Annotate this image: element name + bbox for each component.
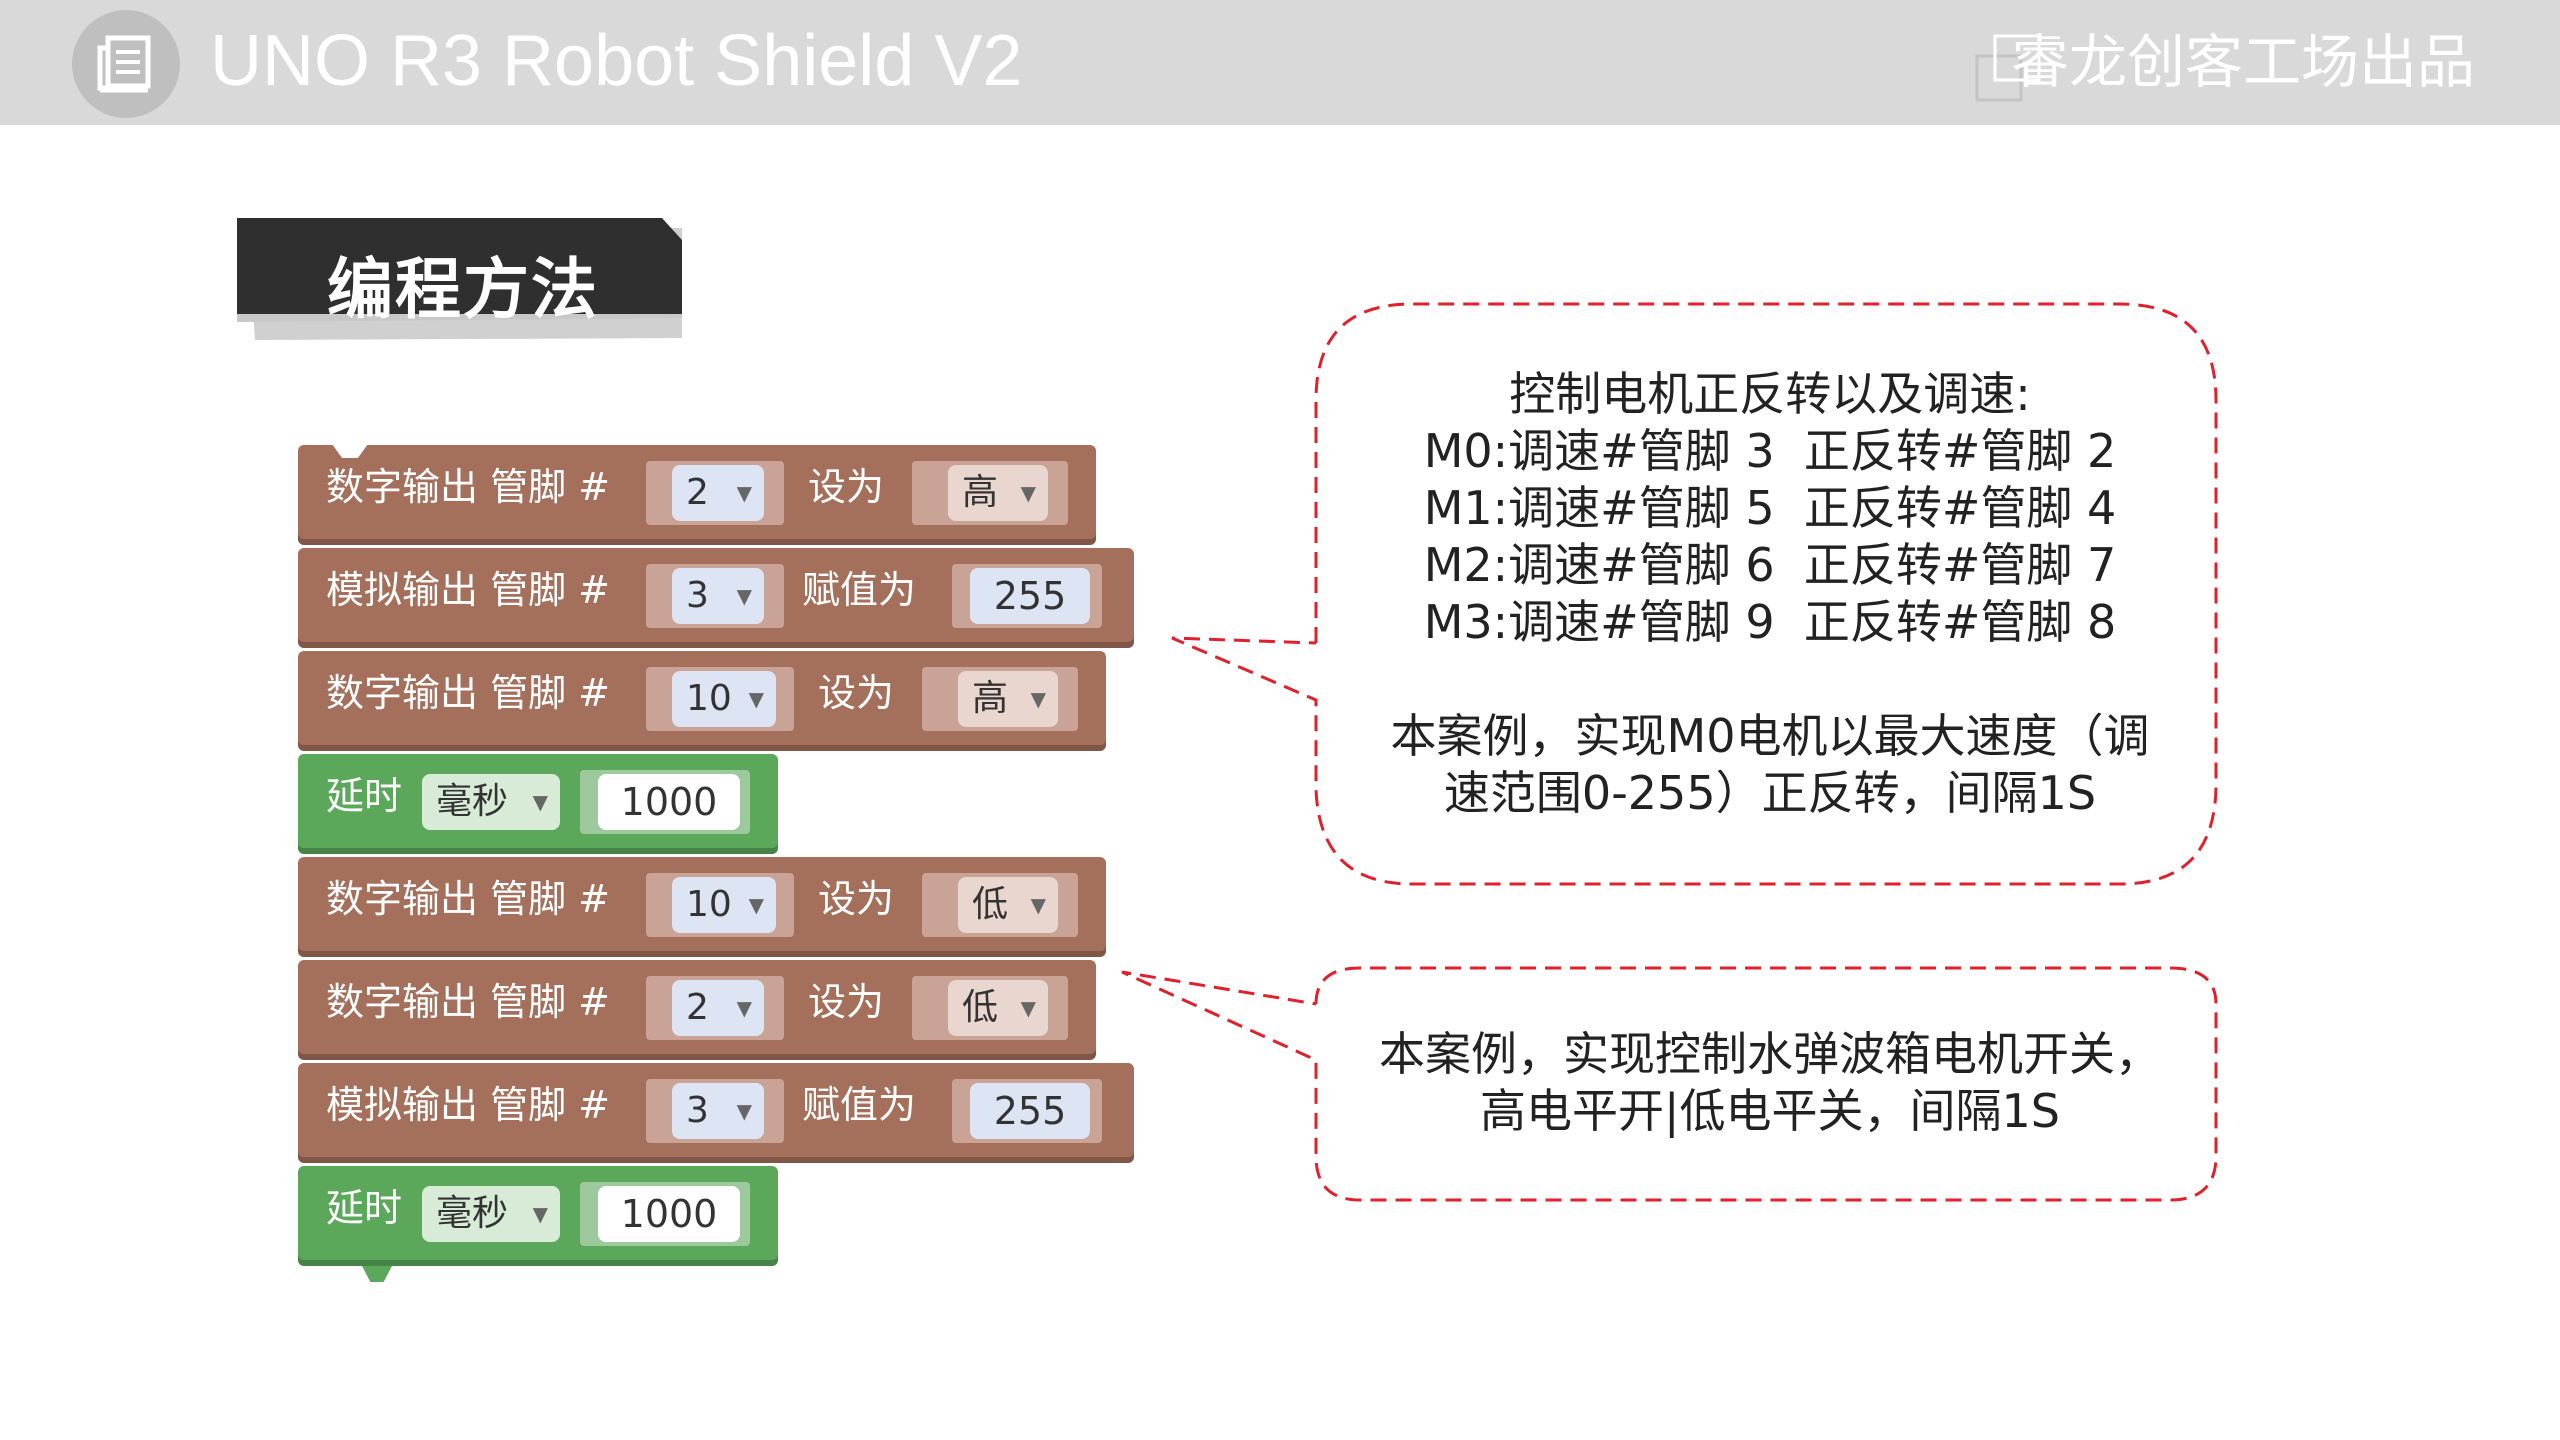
level-dropdown[interactable]: 低▼ (948, 980, 1048, 1036)
unit-value: 毫秒 (436, 781, 509, 822)
callout-line: M3:调速#管脚 9 正反转#管脚 8 (1423, 595, 2117, 649)
dropdown-arrow-icon: ▼ (748, 687, 764, 711)
dropdown-arrow-icon: ▼ (748, 893, 764, 917)
delay-block[interactable]: 延时 毫秒 ▼ 1000 (298, 1166, 778, 1282)
analog-value[interactable]: 255 (970, 568, 1090, 624)
callout-line: 控制电机正反转以及调速: (1509, 367, 2031, 421)
dropdown-arrow-icon: ▼ (1020, 481, 1036, 505)
unit-dropdown[interactable]: 毫秒 ▼ (422, 774, 560, 830)
level-dropdown[interactable]: 高▼ (948, 465, 1048, 521)
digital-write-block[interactable]: 数字输出 管脚 # 2▼ 设为 高▼ (298, 444, 1096, 545)
callout-line: M1:调速#管脚 5 正反转#管脚 4 (1423, 481, 2117, 535)
pin-dropdown[interactable]: 3▼ (672, 1083, 764, 1139)
block-label: 延时 (326, 1186, 403, 1230)
section-tab: 编程方法 (237, 218, 682, 342)
dropdown-arrow-icon: ▼ (736, 996, 752, 1020)
dropdown-arrow-icon: ▼ (736, 584, 752, 608)
block-label: 模拟输出 管脚 # (326, 1083, 610, 1127)
brand-text: 睿龙创客工场出品 (2010, 28, 2475, 96)
pin-dropdown[interactable]: 3▼ (672, 568, 764, 624)
digital-write-block[interactable]: 数字输出 管脚 # 10▼ 设为 高▼ (298, 651, 1106, 751)
callout-water-text: 本案例，实现控制水弹波箱电机开关，高电平开|低电平关，间隔1S (1350, 1026, 2190, 1140)
block-notch (332, 444, 368, 458)
analog-write-block[interactable]: 模拟输出 管脚 # 3▼ 赋值为 255 (298, 548, 1134, 648)
pin-value: 10 (686, 678, 732, 719)
section-label: 编程方法 (327, 251, 599, 328)
pin-value: 2 (686, 987, 709, 1028)
block-action: 设为 (818, 671, 895, 715)
pin-dropdown[interactable]: 2▼ (672, 465, 764, 521)
delay-value[interactable]: 1000 (598, 774, 740, 830)
block-action: 设为 (808, 980, 885, 1024)
pin-dropdown[interactable]: 10 ▼ (672, 877, 776, 933)
pin-value: 3 (686, 1090, 709, 1131)
block-action: 设为 (818, 877, 895, 921)
block-label: 延时 (326, 774, 403, 818)
level-value: 低 (962, 987, 999, 1028)
unit-dropdown[interactable]: 毫秒 ▼ (422, 1186, 560, 1242)
dropdown-arrow-icon: ▼ (736, 481, 752, 505)
unit-value: 毫秒 (436, 1193, 509, 1234)
dropdown-arrow-icon: ▼ (532, 790, 548, 814)
delay-block[interactable]: 延时 毫秒 ▼ 1000 (298, 754, 778, 854)
block-action: 赋值为 (802, 568, 917, 612)
document-stack-icon (72, 10, 180, 118)
callout-line: 速范围0-255）正反转，间隔1S (1443, 766, 2097, 820)
dropdown-arrow-icon: ▼ (532, 1202, 548, 1226)
callout-water-pump-info: 本案例，实现控制水弹波箱电机开关，高电平开|低电平关，间隔1S (1110, 960, 2230, 1210)
level-value: 高 (972, 678, 1009, 719)
dropdown-arrow-icon: ▼ (1030, 893, 1046, 917)
pin-value: 3 (686, 575, 709, 616)
callout-line: M2:调速#管脚 6 正反转#管脚 7 (1423, 538, 2117, 592)
block-action: 赋值为 (802, 1083, 917, 1127)
pin-value: 10 (686, 884, 732, 925)
block-tail (362, 1266, 392, 1282)
pin-value: 2 (686, 472, 709, 513)
pin-dropdown[interactable]: 2▼ (672, 980, 764, 1036)
callout-spacer (1360, 651, 2180, 708)
block-label: 数字输出 管脚 # (326, 980, 610, 1024)
header-bar: UNO R3 Robot Shield V2 睿龙创客工场出品 (0, 0, 2560, 125)
callout-line: 高电平开|低电平关，间隔1S (1480, 1084, 2060, 1138)
block-label: 数字输出 管脚 # (326, 465, 610, 509)
delay-value[interactable]: 1000 (598, 1186, 740, 1242)
level-dropdown[interactable]: 低▼ (958, 877, 1058, 933)
analog-value[interactable]: 255 (970, 1083, 1090, 1139)
dropdown-arrow-icon: ▼ (1030, 687, 1046, 711)
pin-dropdown[interactable]: 10 ▼ (672, 671, 776, 727)
level-dropdown[interactable]: 高▼ (958, 671, 1058, 727)
callout-line: 本案例，实现控制水弹波箱电机开关， (1379, 1027, 2161, 1081)
callout-line: 本案例，实现M0电机以最大速度（调 (1390, 709, 2150, 763)
block-label: 数字输出 管脚 # (326, 877, 610, 921)
analog-write-block[interactable]: 模拟输出 管脚 # 3▼ 赋值为 255 (298, 1063, 1134, 1163)
overlapping-squares-icon (1975, 34, 2045, 108)
dropdown-arrow-icon: ▼ (1020, 996, 1036, 1020)
block-label: 数字输出 管脚 # (326, 671, 610, 715)
callout-line: M0:调速#管脚 3 正反转#管脚 2 (1423, 424, 2117, 478)
block-action: 设为 (808, 465, 885, 509)
dropdown-arrow-icon: ▼ (736, 1099, 752, 1123)
page-title: UNO R3 Robot Shield V2 (210, 21, 1023, 101)
level-value: 高 (962, 472, 999, 513)
block-label: 模拟输出 管脚 # (326, 568, 610, 612)
digital-write-block[interactable]: 数字输出 管脚 # 10▼ 设为 低▼ (298, 857, 1106, 957)
digital-write-block[interactable]: 数字输出 管脚 # 2▼ 设为 低▼ (298, 960, 1096, 1060)
level-value: 低 (972, 884, 1009, 925)
